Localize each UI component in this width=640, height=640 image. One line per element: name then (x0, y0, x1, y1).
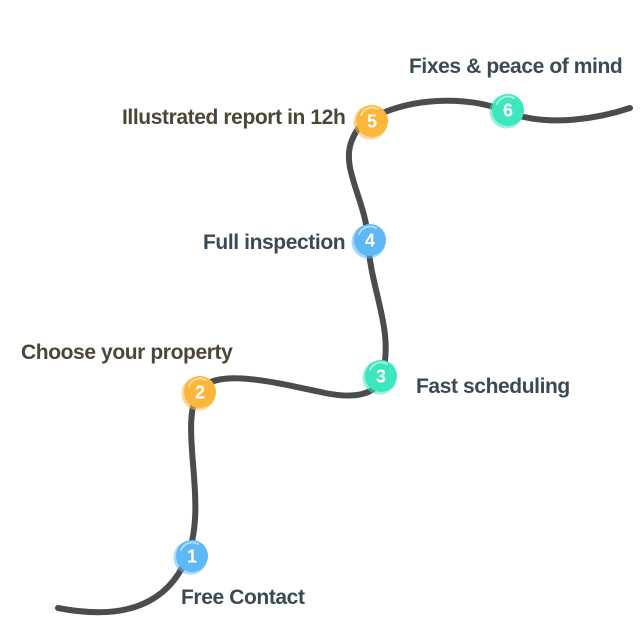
marker-highlight-icon (358, 225, 377, 235)
step-4-number: 4 (365, 231, 375, 251)
step-4-marker: 4 (351, 224, 386, 259)
step-2-label: Choose your property (21, 341, 233, 364)
marker-highlight-icon (188, 377, 207, 387)
step-6-label: Fixes & peace of mind (409, 55, 623, 78)
circle-marker-icon (354, 224, 386, 256)
step-1-number: 1 (187, 547, 197, 567)
marker-highlight-icon (360, 106, 379, 116)
marker-highlight-icon (496, 95, 515, 105)
step-6-number: 6 (503, 101, 513, 121)
step-5-label: Illustrated report in 12h (122, 106, 346, 129)
marker-highlight-icon (369, 361, 388, 371)
step-2-marker: 2 (181, 376, 216, 411)
step-3-marker: 3 (362, 360, 397, 395)
circle-marker-icon (365, 360, 397, 392)
step-1-label: Free Contact (181, 586, 305, 609)
step-1-marker: 1 (173, 540, 208, 575)
circle-marker-icon (184, 376, 216, 408)
step-6-marker: 6 (489, 94, 524, 129)
step-5-number: 5 (367, 112, 377, 132)
circle-marker-icon (492, 94, 524, 126)
journey-path-line (55, 97, 633, 616)
marker-highlight-icon (180, 541, 199, 551)
step-3-number: 3 (376, 367, 386, 387)
step-5-marker: 5 (353, 105, 388, 140)
circle-marker-icon (356, 105, 388, 137)
step-3-label: Fast scheduling (416, 375, 570, 398)
step-2-number: 2 (195, 383, 205, 403)
step-4-label: Full inspection (203, 231, 346, 254)
circle-marker-icon (176, 540, 208, 572)
